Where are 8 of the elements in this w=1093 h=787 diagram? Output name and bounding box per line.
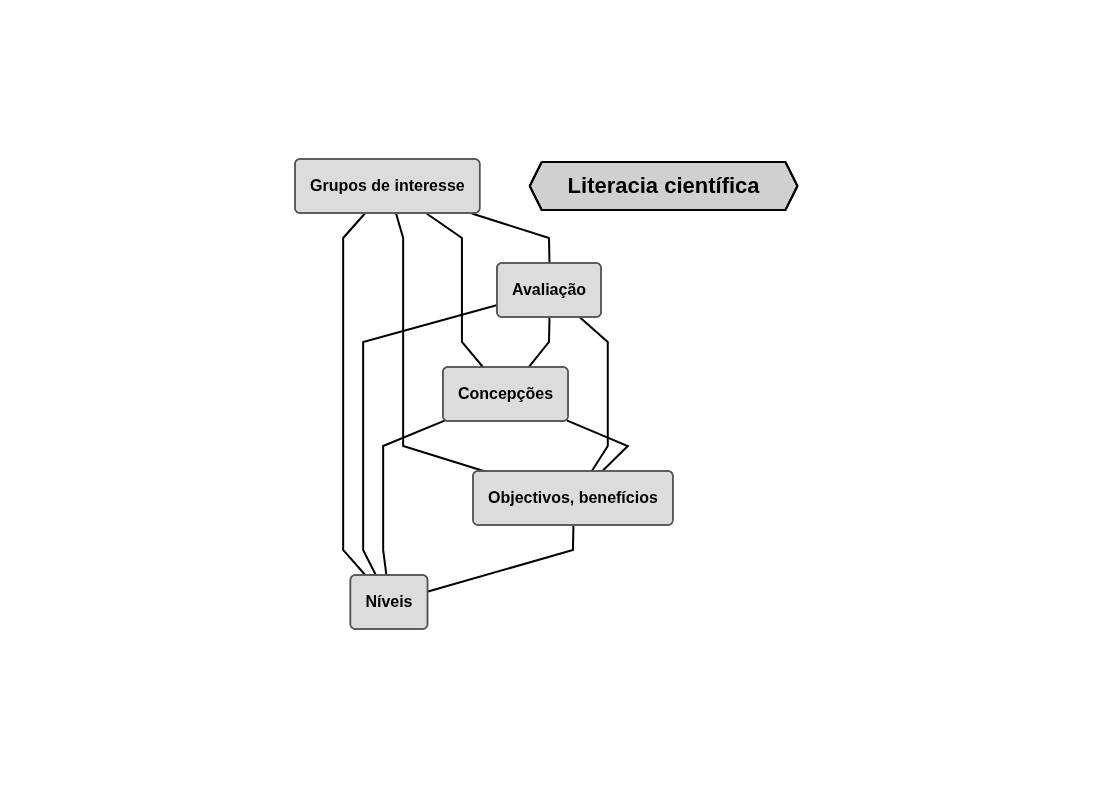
- connector: [427, 524, 575, 593]
- connector: [527, 316, 551, 368]
- connector: [425, 212, 485, 368]
- connector: [471, 212, 551, 264]
- connector: [579, 316, 610, 472]
- connector: [342, 212, 367, 576]
- connector: [566, 418, 630, 472]
- connector: [382, 418, 447, 576]
